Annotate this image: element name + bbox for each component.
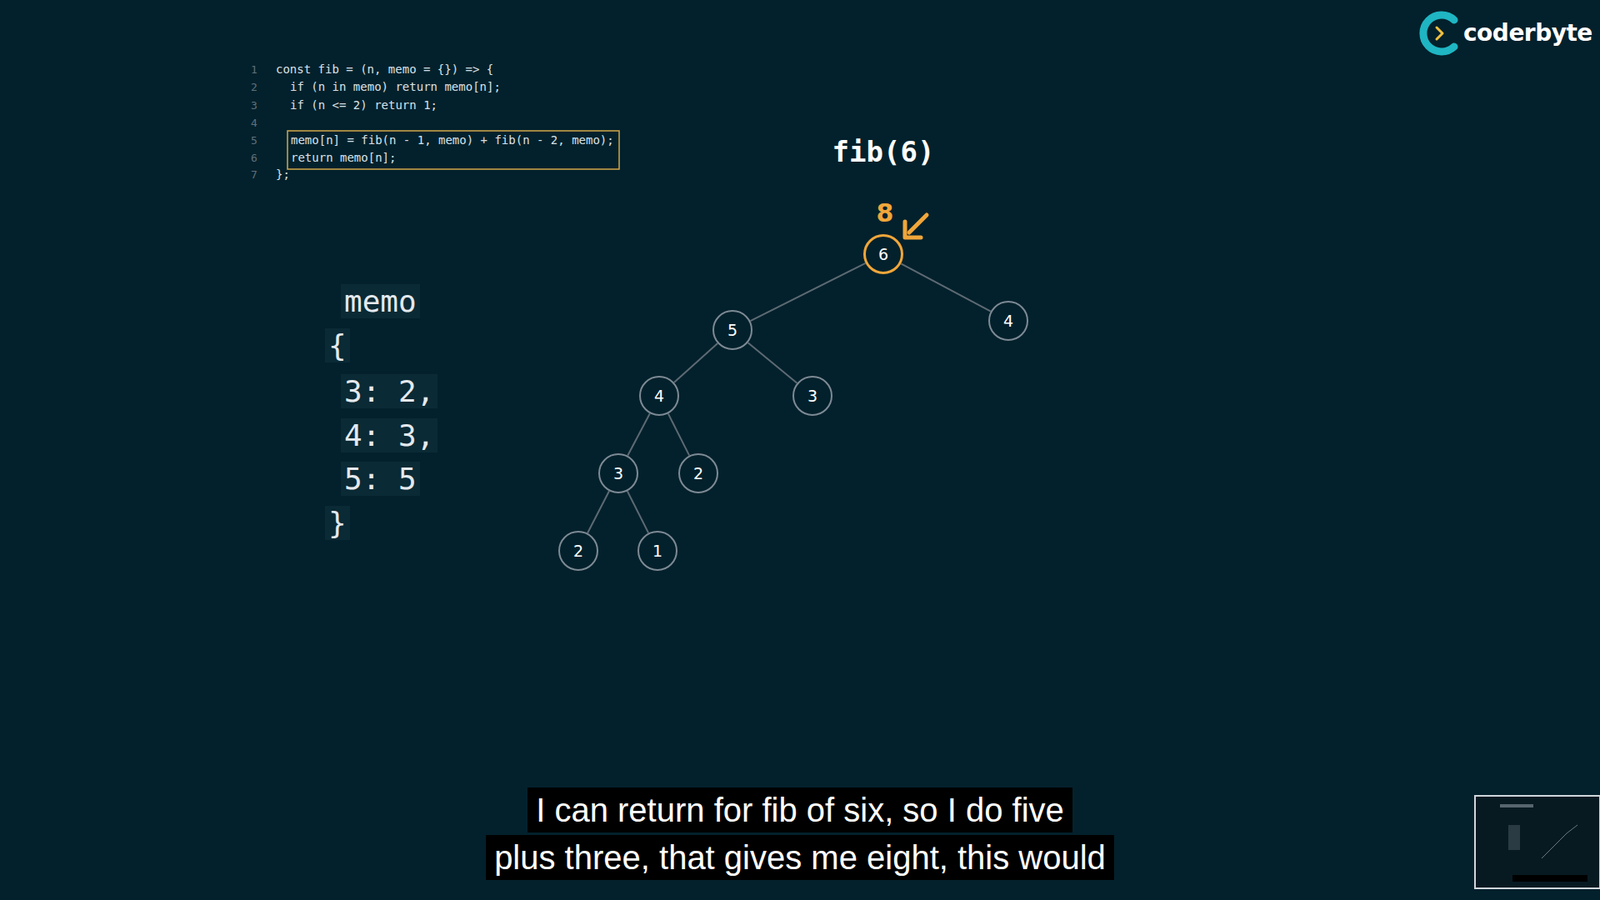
subtitle-line: plus three, that gives me eight, this wo… (485, 835, 1115, 880)
code-line: if (n <= 2) return 1; (290, 98, 438, 112)
highlight-box (287, 130, 620, 170)
tree-node: 2 (558, 530, 599, 571)
node-value: 2 (693, 464, 704, 483)
node-value: 3 (807, 386, 818, 405)
node-value: 2 (573, 541, 584, 560)
memo-entry: 4: 3, (340, 418, 438, 453)
node-value: 4 (1003, 311, 1014, 330)
video-thumbnail (1475, 795, 1600, 889)
node-value: 4 (654, 386, 665, 405)
diagram-title: fib(6) (832, 135, 935, 169)
node-value: 6 (878, 245, 889, 264)
subtitle-line: I can return for fib of six, so I do fiv… (527, 787, 1073, 833)
node-value: 3 (613, 464, 624, 483)
tree-edge (627, 490, 649, 533)
result-arrow (905, 215, 927, 238)
line-number: 7 (250, 168, 258, 181)
line-number: 5 (250, 134, 258, 147)
tree-node: 5 (712, 310, 753, 350)
tree-edge (674, 343, 718, 383)
memo-heading: memo (340, 284, 420, 319)
code-line: return memo[n]; (290, 150, 396, 165)
code-line: const fib = (n, memo = {}) => { (275, 62, 494, 76)
node-value: 5 (727, 320, 738, 340)
tree-edge (587, 490, 610, 533)
tree-edge (748, 342, 798, 383)
tree-node: 3 (792, 375, 833, 416)
tree-edge (627, 413, 650, 456)
tree-node: 4 (988, 300, 1029, 341)
memo-entry: 3: 2, (340, 374, 438, 409)
brand-logo-text: coderbyte (1463, 19, 1593, 47)
memo-brace: } (325, 505, 350, 540)
line-number: 4 (250, 116, 258, 130)
tree-edge (750, 263, 865, 321)
result-value: 8 (876, 198, 895, 228)
memo-brace: { (325, 328, 350, 363)
code-line: }; (275, 167, 290, 181)
memo-entry: 5: 5 (340, 461, 420, 496)
tree-edge (900, 263, 991, 311)
line-number: 2 (250, 80, 258, 94)
tree-node: 4 (639, 375, 680, 416)
line-number: 6 (250, 151, 258, 165)
code-line: if (n in memo) return memo[n]; (290, 80, 501, 94)
tree-edge (668, 413, 690, 455)
line-number: 1 (250, 63, 258, 76)
code-line: memo[n] = fib(n - 1, memo) + fib(n - 2, … (290, 133, 615, 147)
tree-node: 3 (598, 453, 639, 494)
tree-node: 1 (637, 530, 678, 571)
tree-node: 2 (678, 453, 719, 494)
line-number: 3 (250, 99, 258, 112)
node-value: 1 (652, 541, 663, 560)
logo-icon (1423, 15, 1455, 52)
tree-node: 6 (863, 234, 904, 275)
